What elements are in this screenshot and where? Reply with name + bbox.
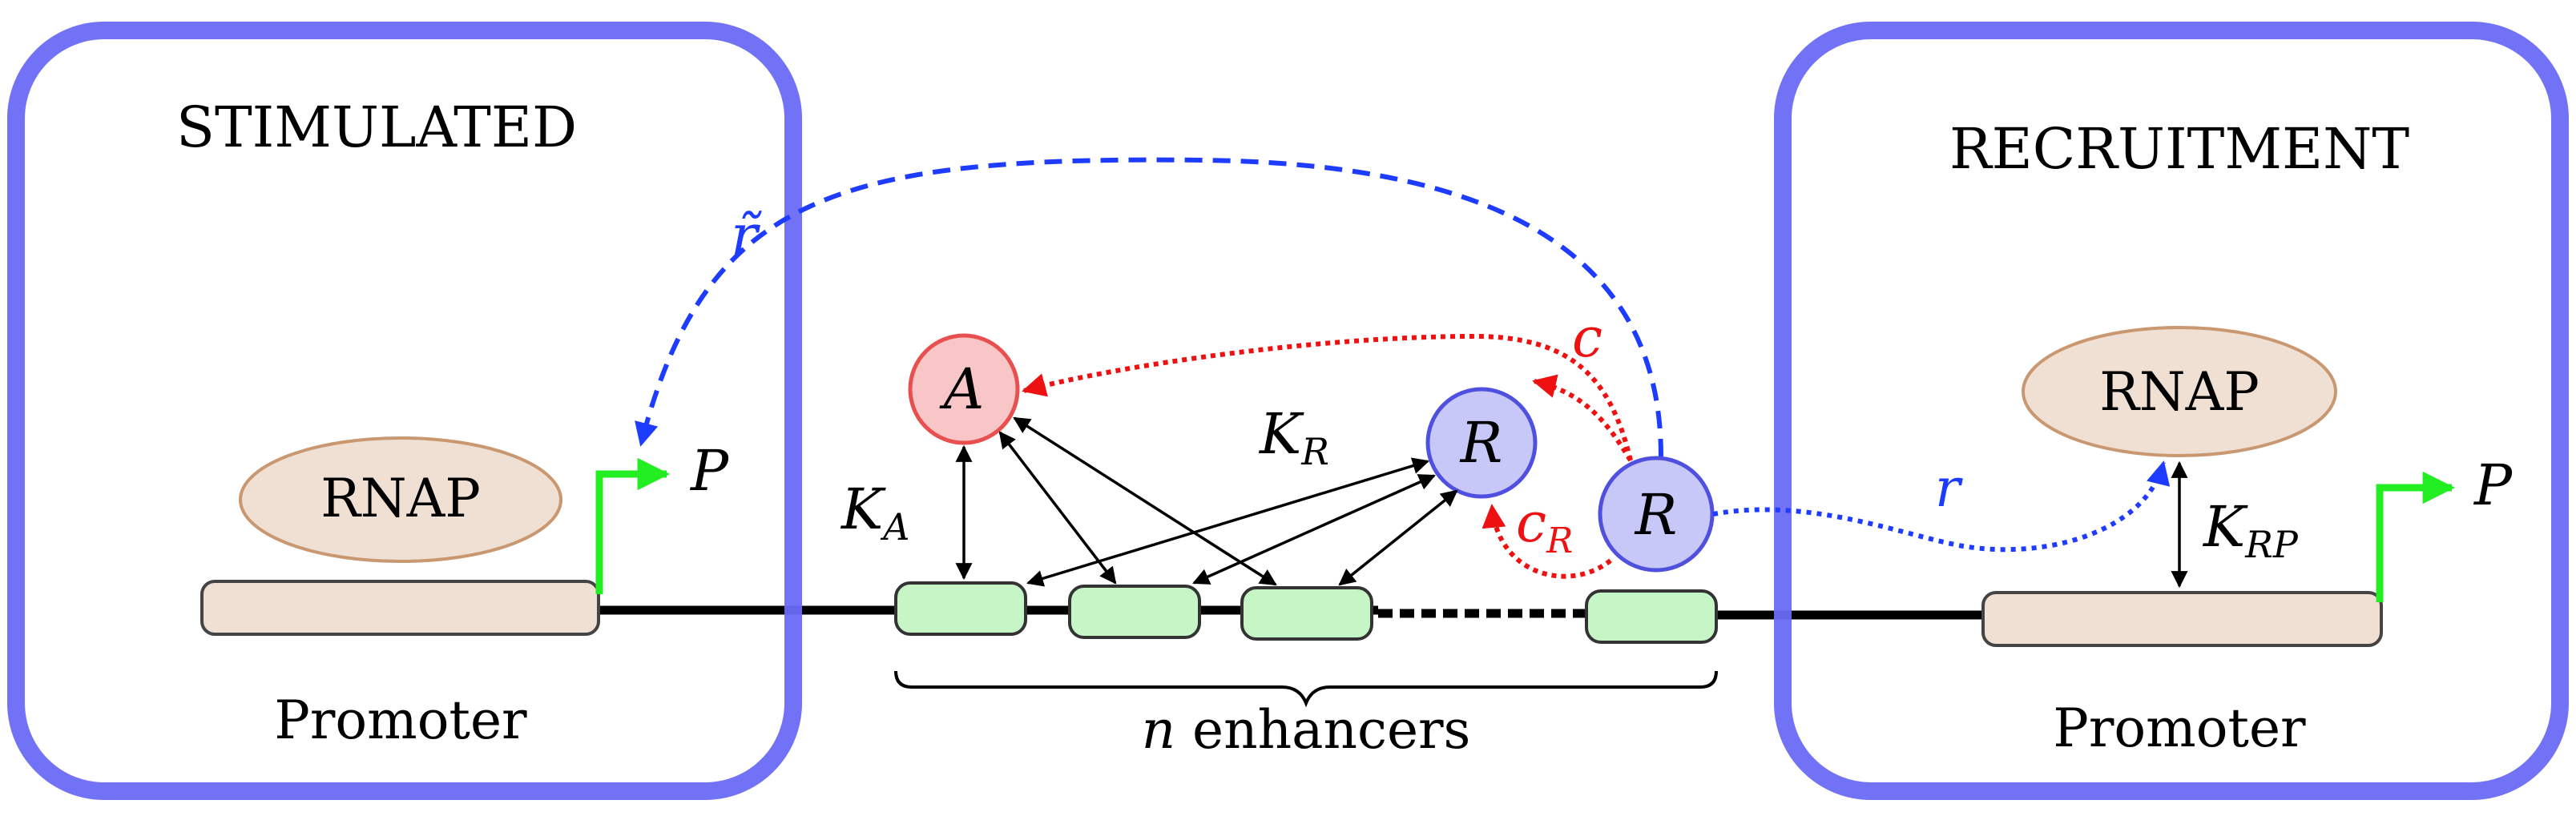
c-arrow-to-activator bbox=[1022, 333, 1633, 461]
activator-label: A bbox=[939, 356, 985, 422]
k-a-label: KA bbox=[840, 476, 910, 549]
enhancers-brace bbox=[894, 670, 1718, 708]
repressor-bound-label: R bbox=[1634, 482, 1678, 548]
c-r-label: cR bbox=[1516, 492, 1573, 561]
stimulated-panel-title: STIMULATED bbox=[176, 94, 577, 160]
repressor-free-label: R bbox=[1459, 410, 1503, 476]
repressor-bound bbox=[1598, 456, 1715, 573]
repressor-enh1-arrow bbox=[1026, 457, 1430, 587]
stimulated-rnap-label: RNAP bbox=[320, 468, 481, 529]
recruitment-panel: RECRUITMENT RNAP Promoter P KRP bbox=[1774, 22, 2569, 800]
repressor-enh2-arrow bbox=[1192, 474, 1436, 585]
k-rp-label: KRP bbox=[2202, 494, 2299, 566]
r-arrow bbox=[1712, 460, 2171, 553]
repressor-enh3-arrow bbox=[1338, 489, 1458, 586]
enhancer-site-3 bbox=[1240, 586, 1373, 641]
c-r-arrow bbox=[1482, 504, 1612, 579]
stimulated-product-label: P bbox=[689, 438, 730, 504]
cooperativity-arrows bbox=[1022, 333, 1633, 579]
k-r-label: KR bbox=[1258, 401, 1329, 473]
enhancers-label: n enhancers bbox=[1142, 699, 1471, 761]
recruitment-panel-title: RECRUITMENT bbox=[1949, 116, 2409, 182]
recruitment-product-label: P bbox=[2473, 452, 2514, 518]
r-tilde-label: r̃ bbox=[731, 203, 762, 268]
stimulated-tss-arrow bbox=[595, 457, 671, 594]
recruitment-promoter-label: Promoter bbox=[2053, 697, 2306, 759]
recruitment-rnap-label: RNAP bbox=[2099, 361, 2260, 423]
stimulated-promoter-label: Promoter bbox=[274, 689, 527, 751]
stimulated-panel-border bbox=[7, 22, 802, 800]
enhancer-site-n bbox=[1585, 589, 1718, 644]
stimulated-promoter bbox=[200, 580, 600, 636]
binding-arrows bbox=[955, 416, 1458, 587]
enhancer-site-2 bbox=[1068, 585, 1201, 639]
enhancer-sites bbox=[894, 581, 1718, 644]
repressor-free bbox=[1425, 387, 1538, 499]
enhancer-site-1 bbox=[894, 581, 1027, 636]
activator bbox=[908, 333, 1020, 445]
recruitment-tss-arrow bbox=[2376, 471, 2456, 602]
stimulated-rnap bbox=[239, 436, 562, 563]
r-label: r bbox=[1935, 457, 1963, 519]
recruitment-rnap bbox=[2022, 326, 2337, 457]
recruitment-panel-border bbox=[1774, 22, 2569, 800]
c-label: c bbox=[1572, 307, 1602, 370]
r-tilde-arrow bbox=[635, 157, 1663, 457]
stimulated-panel: STIMULATED RNAP Promoter P bbox=[7, 22, 802, 800]
recruitment-promoter bbox=[1981, 591, 2383, 647]
